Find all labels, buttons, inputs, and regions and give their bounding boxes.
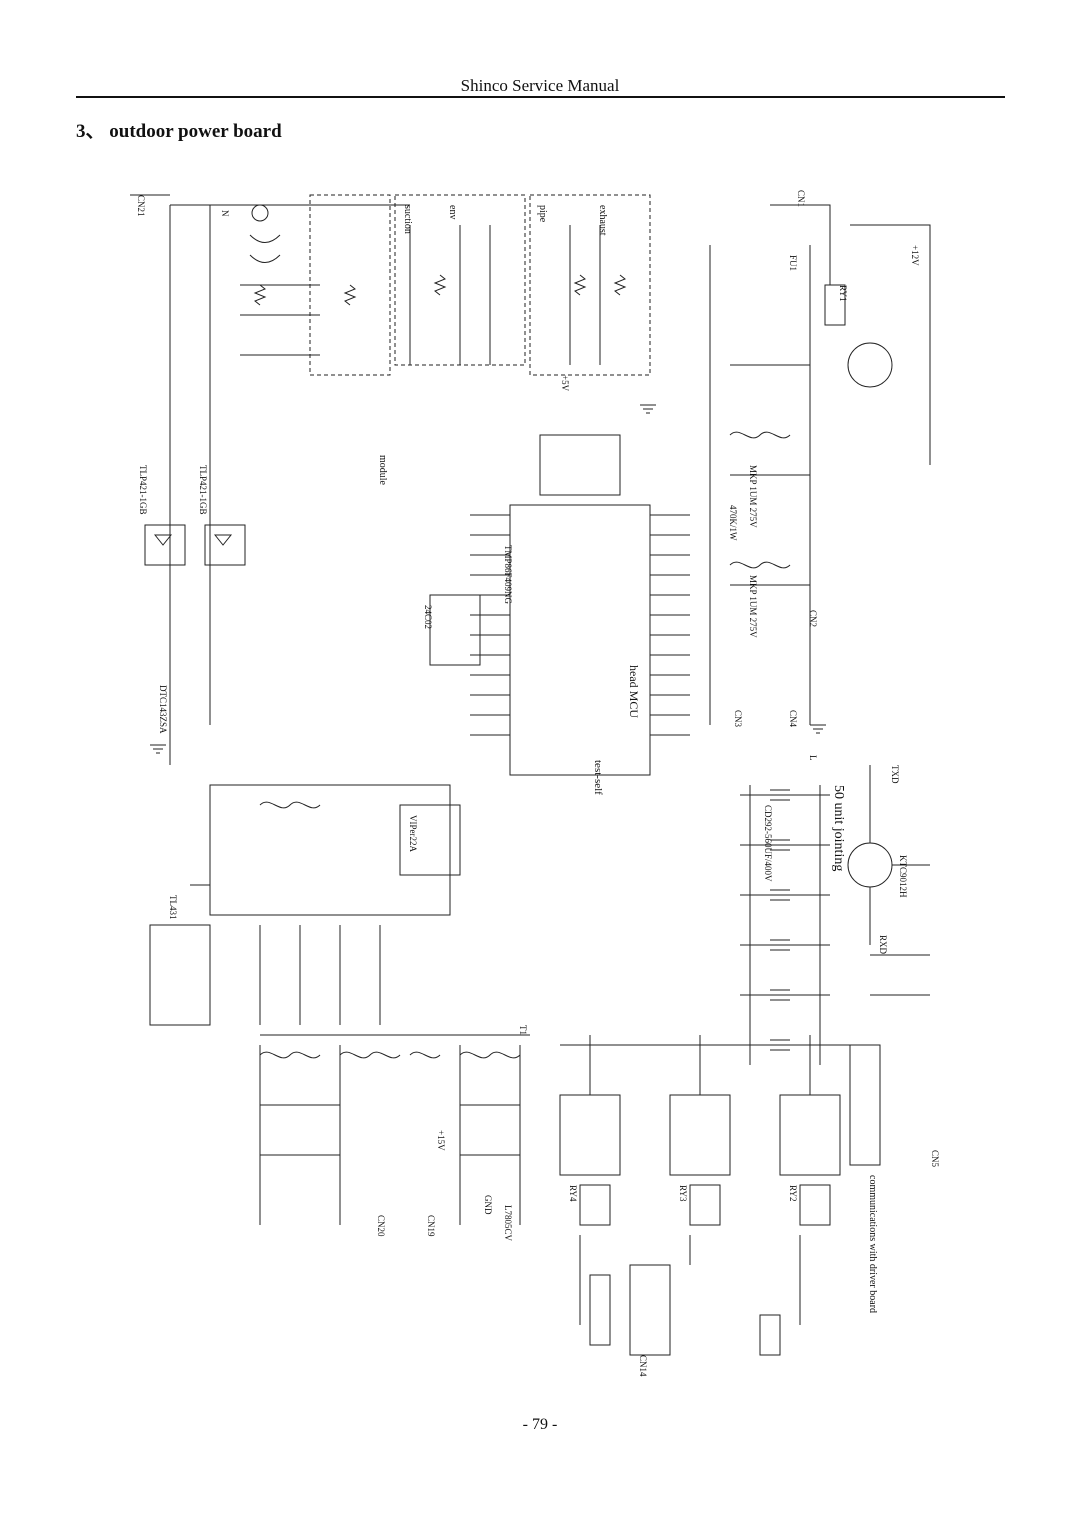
cn1-label: CN1 xyxy=(796,190,806,207)
optocoupler-2-label: TLP421-1GB xyxy=(198,465,208,515)
mkp-2-label: MKP 1UM 275V xyxy=(748,575,758,638)
plus5v-label: +5V xyxy=(560,375,570,392)
eeprom-label: 24C02 xyxy=(423,605,433,629)
transistor-q1-label: DTC143ZSA xyxy=(158,685,168,734)
mkp-1-label: MKP 1UM 275V xyxy=(748,465,758,528)
rxd-label: RXD xyxy=(878,935,888,955)
header-title: Shinco Service Manual xyxy=(460,76,620,95)
env-label: env xyxy=(447,205,458,219)
relay-2-label: RY2 xyxy=(788,1185,798,1202)
module-label: module xyxy=(377,455,388,486)
line-l-label: L xyxy=(808,755,818,761)
cn14-label: CN14 xyxy=(638,1355,648,1377)
cn4-label: CN4 xyxy=(788,710,798,728)
line-n-label: N xyxy=(220,210,230,217)
header-rule xyxy=(76,96,1005,98)
transformer-label: T1 xyxy=(518,1025,528,1035)
schematic-diagram: head MCU TMP86F409NG 50 unit jointing co… xyxy=(130,190,940,1377)
relay-1-label: RY1 xyxy=(838,285,848,302)
reference-label: TL431 xyxy=(168,895,178,920)
test-self-label: test-self xyxy=(592,760,604,795)
cn3-label: CN3 xyxy=(733,710,743,728)
unit-jointing-label: 50 unit jointing xyxy=(831,785,846,871)
driver-board-label: communications with driver board xyxy=(867,1175,878,1313)
res-r11-label: 470K/1W xyxy=(728,505,738,541)
fuse-label: FU1 xyxy=(788,255,798,271)
mcu-part-label: TMP86F409NG xyxy=(503,545,513,605)
cn21-label: CN21 xyxy=(136,195,146,217)
gnd-label: GND xyxy=(483,1195,493,1215)
cn2-label: CN2 xyxy=(808,610,818,627)
plus15v-label: +15V xyxy=(436,1130,446,1151)
pwm-ic-label: VIPer22A xyxy=(408,815,418,852)
bulk-caps-label: CD292-560UF/400V xyxy=(763,805,773,882)
txd-label: TXD xyxy=(890,765,900,784)
cn19-label: CN19 xyxy=(426,1215,436,1237)
suction-label: suction xyxy=(402,205,413,234)
relay-3-label: RY3 xyxy=(678,1185,688,1202)
pipe-label: pipe xyxy=(537,205,548,223)
transistor-q2-label: KTC9012H xyxy=(898,855,908,898)
exhaust-label: exhaust xyxy=(597,205,608,236)
plus12v-label: +12V xyxy=(910,245,920,266)
mcu-label: head MCU xyxy=(627,665,641,718)
regulator-label: L7805CV xyxy=(503,1205,513,1242)
page-number: - 79 - xyxy=(522,1416,558,1433)
cn5-label: CN5 xyxy=(930,1150,940,1168)
optocoupler-1-label: TLP421-1GB xyxy=(138,465,148,515)
relay-4-label: RY4 xyxy=(568,1185,578,1202)
cn20-label: CN20 xyxy=(376,1215,386,1237)
section-title: 3、 outdoor power board xyxy=(76,121,282,142)
